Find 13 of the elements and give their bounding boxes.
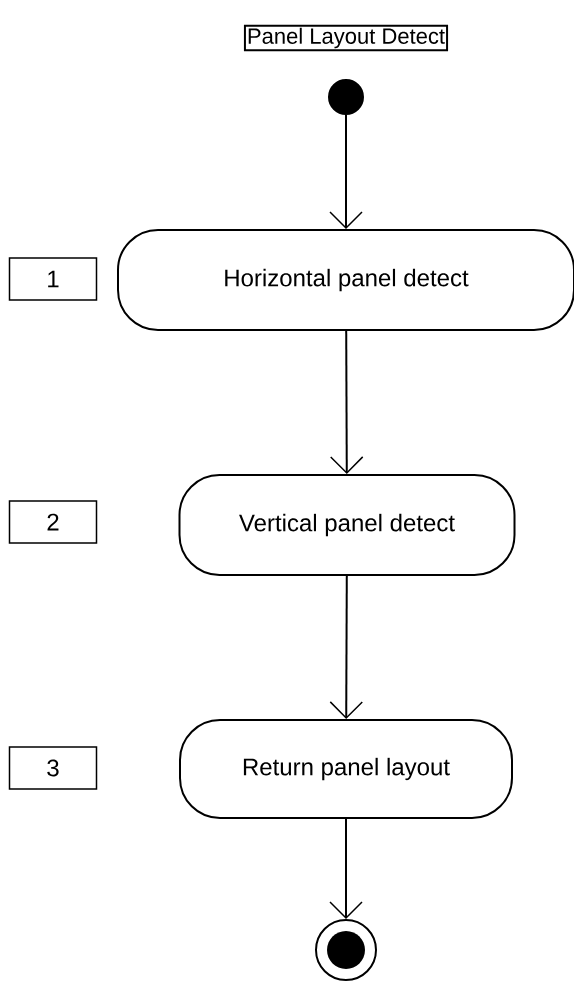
arrow <box>329 114 363 229</box>
start-dot <box>328 79 364 115</box>
arrow <box>329 575 364 719</box>
arrow <box>330 330 364 474</box>
arrow <box>329 818 363 919</box>
step-number: 2 <box>8 500 98 544</box>
activity-box: Return panel layout <box>179 719 513 819</box>
end-dot <box>315 919 377 981</box>
step-number: 3 <box>8 746 98 790</box>
activity-box: Horizontal panel detect <box>117 229 574 331</box>
title-box: Panel Layout Detect <box>243 24 449 52</box>
step-number: 1 <box>8 257 98 301</box>
activity-box: Vertical panel detect <box>178 474 516 576</box>
